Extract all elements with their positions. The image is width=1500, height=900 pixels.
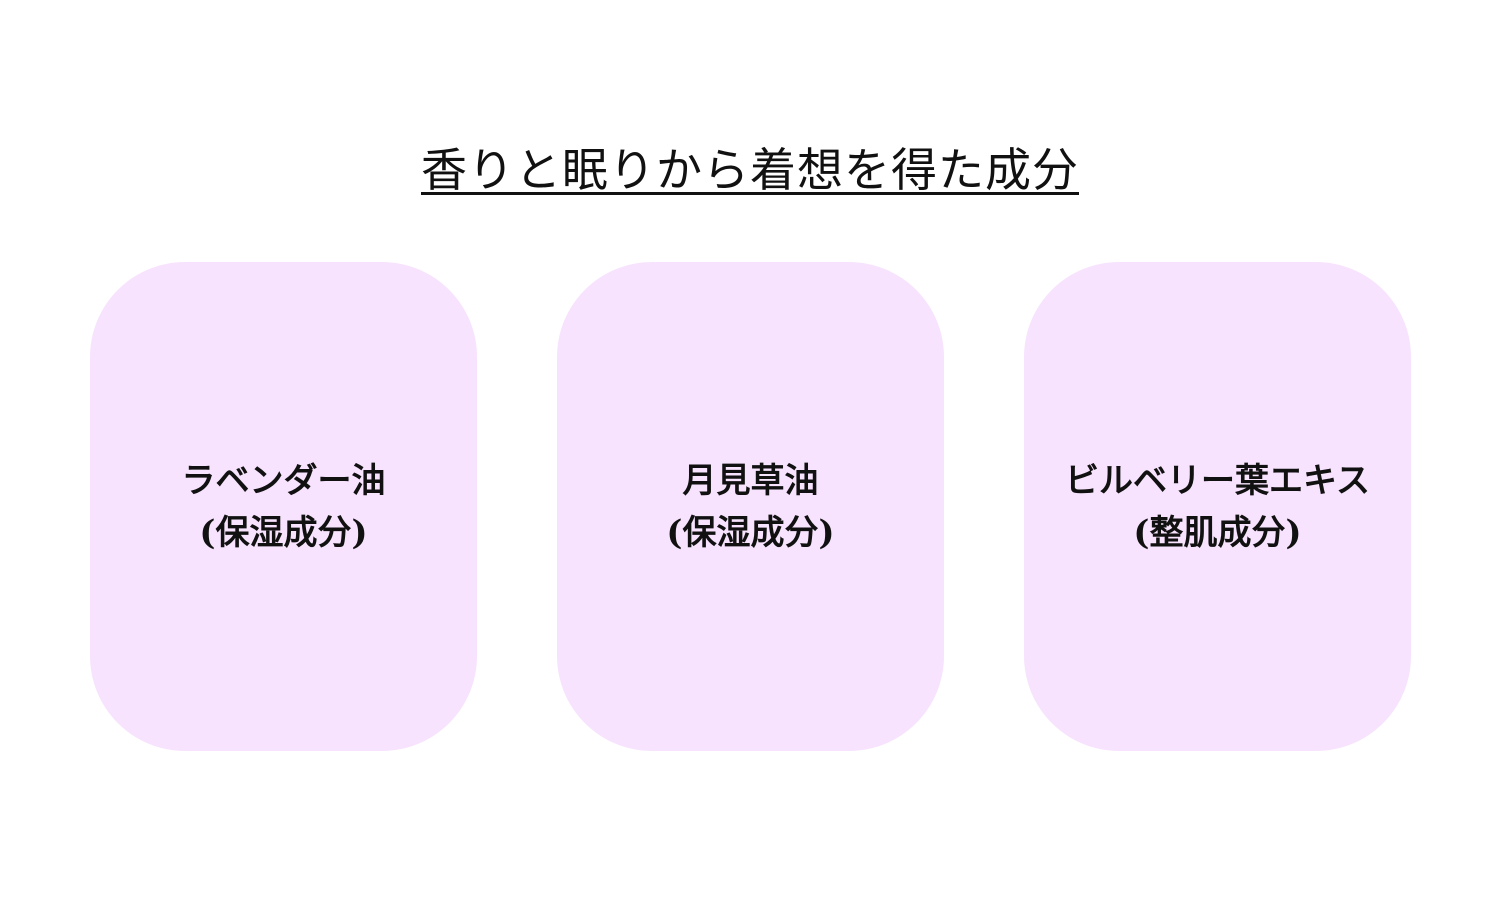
ingredient-card-bilberry: ビルベリー葉エキス (整肌成分) bbox=[1024, 262, 1411, 751]
ingredient-name: ラベンダー油 bbox=[181, 460, 386, 501]
slide-title-container: 香りと眠りから着想を得た成分 bbox=[0, 134, 1500, 200]
ingredient-role: (整肌成分) bbox=[1133, 512, 1302, 553]
ingredient-card-lavender: ラベンダー油 (保湿成分) bbox=[90, 262, 477, 751]
ingredient-role: (保湿成分) bbox=[666, 512, 835, 553]
ingredient-card-evening-primrose: 月見草油 (保湿成分) bbox=[557, 262, 944, 751]
ingredient-role: (保湿成分) bbox=[199, 512, 368, 553]
slide-title: 香りと眠りから着想を得た成分 bbox=[421, 143, 1079, 197]
ingredient-name: ビルベリー葉エキス bbox=[1065, 460, 1370, 501]
ingredient-name: 月見草油 bbox=[682, 460, 819, 501]
